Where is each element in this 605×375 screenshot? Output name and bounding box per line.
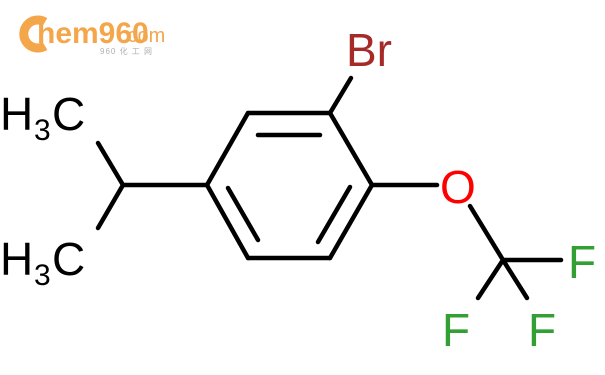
atom-f-bottom: F	[528, 304, 556, 356]
methyl-bottom-c: C	[52, 233, 85, 285]
c-br-bond	[327, 75, 354, 116]
atom-br: Br	[346, 24, 392, 76]
ring-bond-5	[204, 182, 251, 261]
methyl-top-subscript: 3	[34, 114, 51, 147]
watermark-tagline: 960 化 工 网	[100, 46, 153, 56]
watermark-domain: .com	[122, 25, 165, 47]
watermark-logo: hem960 .com 960 化 工 网	[19, 15, 165, 56]
atom-labels: Br O F F F H 3 C H 3 C	[0, 24, 596, 356]
methyl-bottom-h: H	[0, 233, 33, 285]
methyl-top-c: C	[52, 88, 85, 140]
c-f-bond-left	[475, 257, 506, 301]
ring-double-inner-3	[225, 185, 261, 243]
bond-layer	[95, 75, 564, 301]
atom-f-left: F	[442, 304, 470, 356]
c-f-bond-down	[500, 257, 530, 301]
atom-f-right: F	[568, 236, 596, 288]
ring-bond-6	[204, 110, 251, 188]
methyl-label-bottom: H 3 C	[0, 233, 85, 292]
ring-bond-3	[327, 182, 375, 261]
isopropyl-methyl-top-bond	[95, 140, 126, 188]
watermark-brand: hem960	[37, 17, 149, 50]
ring-double-inner-2	[315, 184, 353, 245]
o-cf3-bond	[467, 203, 506, 263]
atom-o: O	[440, 161, 476, 213]
watermark-c-icon	[19, 15, 48, 53]
methyl-label-top: H 3 C	[0, 88, 85, 147]
ring-bond-2	[327, 110, 375, 188]
isopropyl-methyl-bottom-bond	[95, 182, 126, 231]
methyl-bottom-subscript: 3	[34, 259, 51, 292]
methyl-top-h: H	[0, 88, 33, 140]
